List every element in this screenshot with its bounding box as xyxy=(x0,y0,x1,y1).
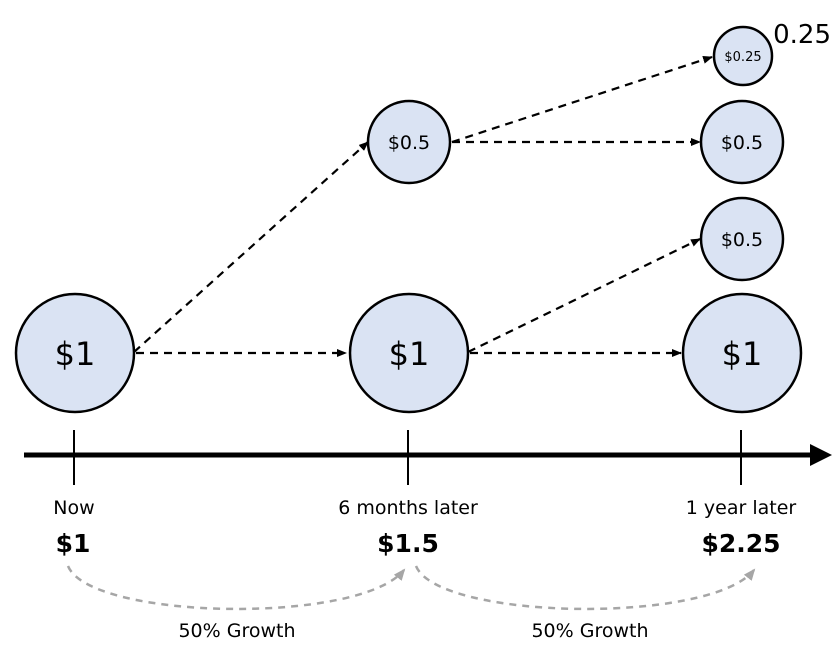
node-one-year-main: $1 xyxy=(681,292,803,414)
coin-circle xyxy=(681,292,803,414)
coin-circle xyxy=(699,196,785,282)
node-six-months-half: $0.5 xyxy=(366,99,452,185)
total-1-year: $2.25 xyxy=(701,529,780,558)
time-label-1-year: 1 year later xyxy=(686,497,797,519)
total-now: $1 xyxy=(56,529,91,558)
time-label-now: Now xyxy=(53,497,94,519)
arrow-6m-half-to-1y-quarter xyxy=(451,55,713,144)
node-value-label: $0.5 xyxy=(721,132,763,154)
coin-circle xyxy=(348,292,470,414)
growth-arc-first xyxy=(66,565,406,611)
growth-arc-second xyxy=(414,565,756,611)
node-six-months-main: $1 xyxy=(348,292,470,414)
node-value-label: $0.25 xyxy=(724,50,761,65)
node-one-year-quarter: $0.25 xyxy=(712,25,774,87)
timeline xyxy=(24,430,832,485)
node-now-main: $1 xyxy=(14,292,136,414)
arrow-now-to-6m-half xyxy=(133,141,369,353)
node-value-label: $1 xyxy=(389,335,430,373)
branch-arrows xyxy=(133,55,713,357)
growth-label-first: 50% Growth xyxy=(178,620,295,642)
coin-circle xyxy=(699,99,785,185)
coin-circle xyxy=(366,99,452,185)
node-value-label: $1 xyxy=(722,335,763,373)
corner-value-label: 0.25 xyxy=(773,20,831,50)
growth-label-second: 50% Growth xyxy=(531,620,648,642)
growth-arcs xyxy=(66,565,756,611)
node-value-label: $0.5 xyxy=(721,229,763,251)
coin-circle xyxy=(14,292,136,414)
node-one-year-half-upper: $0.5 xyxy=(699,99,785,185)
total-6-months: $1.5 xyxy=(377,529,439,558)
node-value-label: $0.5 xyxy=(388,132,430,154)
arrow-6m-main-to-1y-half xyxy=(467,238,701,353)
node-one-year-half-lower: $0.5 xyxy=(699,196,785,282)
coin-circle xyxy=(712,25,774,87)
node-value-label: $1 xyxy=(55,335,96,373)
timeline-arrowhead xyxy=(810,444,832,466)
time-label-6-months: 6 months later xyxy=(338,497,478,519)
